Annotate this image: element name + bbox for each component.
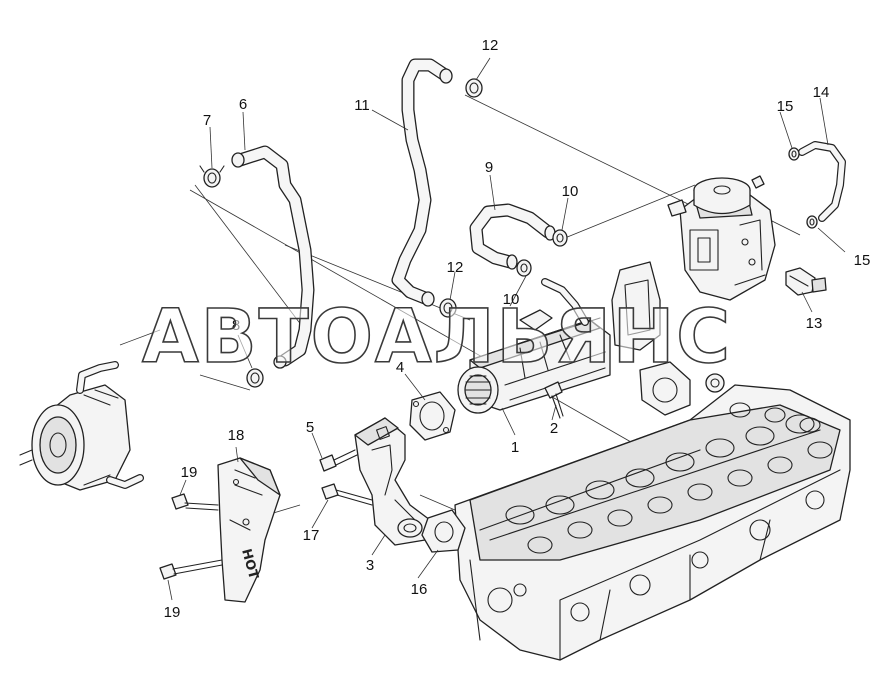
callout-19-upper: 19 — [181, 464, 198, 481]
hose-6 — [231, 145, 315, 369]
sensor-13 — [785, 267, 827, 296]
heat-shield-18: HOT — [217, 457, 281, 603]
callout-10-lower: 10 — [503, 291, 520, 308]
bolt-5 — [319, 449, 358, 472]
callout-16: 16 — [411, 581, 428, 598]
clamp-8 — [246, 368, 264, 388]
callout-12-lower: 12 — [447, 259, 464, 276]
gasket-16 — [421, 509, 466, 553]
elbow-pipe-3 — [354, 417, 431, 546]
bolt-19-lower — [159, 559, 223, 580]
callout-14: 14 — [813, 84, 830, 101]
callout-5: 5 — [306, 419, 314, 436]
callout-15-upper: 15 — [777, 98, 794, 115]
callout-15-lower: 15 — [854, 252, 871, 269]
gasket-4 — [409, 391, 456, 441]
callout-9: 9 — [485, 159, 493, 176]
callout-11: 11 — [354, 97, 370, 114]
callout-18: 18 — [228, 427, 245, 444]
clamp-12-upper — [465, 78, 483, 98]
clamp-10-lower — [516, 259, 532, 277]
gasket-egr-upper — [611, 261, 661, 351]
gasket-egr-lower — [639, 361, 725, 416]
clamp-15-upper — [788, 147, 800, 161]
callout-17: 17 — [303, 527, 320, 544]
callout-1: 1 — [511, 439, 519, 456]
callout-6: 6 — [239, 96, 247, 113]
callout-7: 7 — [203, 112, 211, 129]
bolt-17 — [321, 483, 373, 506]
hose-14 — [798, 141, 846, 222]
egr-cooler — [457, 309, 611, 414]
callout-19-lower: 19 — [164, 604, 181, 621]
egr-valve — [667, 175, 776, 301]
coolant-pipe — [541, 278, 589, 326]
callout-12-upper: 12 — [482, 37, 499, 54]
clamp-7 — [199, 165, 225, 188]
bolt-19-upper — [171, 493, 219, 511]
callout-4: 4 — [396, 359, 404, 376]
callout-10-upper: 10 — [562, 183, 579, 200]
oil-cooler — [19, 361, 144, 491]
callout-labels: 1 2 3 4 5 6 7 8 9 10 10 11 12 12 13 14 1… — [164, 37, 871, 621]
clamp-12-lower — [439, 298, 457, 318]
callout-2: 2 — [550, 420, 558, 437]
hose-11 — [391, 58, 453, 307]
cylinder-head — [454, 384, 851, 661]
callout-leaders — [167, 57, 846, 601]
callout-3: 3 — [366, 557, 374, 574]
hose-9 — [469, 203, 556, 270]
clamp-15-lower — [806, 215, 818, 229]
callout-8: 8 — [232, 317, 240, 334]
callout-13: 13 — [806, 315, 823, 332]
clamp-10-upper — [552, 229, 568, 247]
bolt-2 — [544, 381, 564, 419]
reference-lines — [119, 94, 801, 521]
watermark-logo: АВТОАЛЬЯНС — [142, 294, 732, 380]
